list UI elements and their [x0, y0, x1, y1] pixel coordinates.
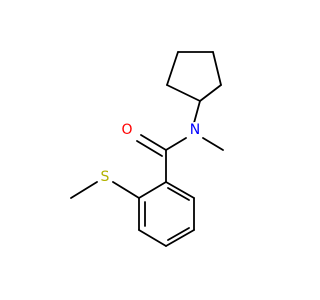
- bond-benzene-3: [165, 229, 195, 247]
- bonds: [70, 51, 224, 247]
- bond-ring5-5: [166, 84, 201, 102]
- bond-benzene-1: [165, 181, 195, 199]
- bond-n-carbonyl: [165, 137, 187, 151]
- nitrogen-atom: N: [187, 122, 203, 138]
- sulfur-label: S: [101, 169, 110, 185]
- bond-ring-s: [112, 181, 140, 199]
- bond-benzene-inner-1: [167, 187, 190, 201]
- bond-benzene-inner-2: [167, 227, 190, 241]
- nitrogen-label: N: [190, 122, 200, 138]
- bond-ring-n: [193, 100, 201, 124]
- bond-ring5-1: [199, 84, 222, 102]
- atoms: O N S: [97, 122, 203, 185]
- oxygen-atom: O: [119, 122, 135, 138]
- sulfur-atom: S: [97, 169, 113, 185]
- bond-s-methyl: [70, 181, 98, 199]
- bond-carbonyl-o-b: [136, 140, 163, 157]
- bond-ring5-2: [212, 51, 222, 86]
- bond-benzene-4: [138, 229, 167, 247]
- bond-ring5-4: [166, 51, 179, 86]
- bond-n-methyl: [202, 137, 224, 151]
- structure-canvas: O N S: [70, 51, 224, 247]
- bond-carbonyl-o-a: [140, 134, 167, 151]
- bond-benzene-6: [138, 181, 167, 199]
- oxygen-label: O: [121, 122, 132, 138]
